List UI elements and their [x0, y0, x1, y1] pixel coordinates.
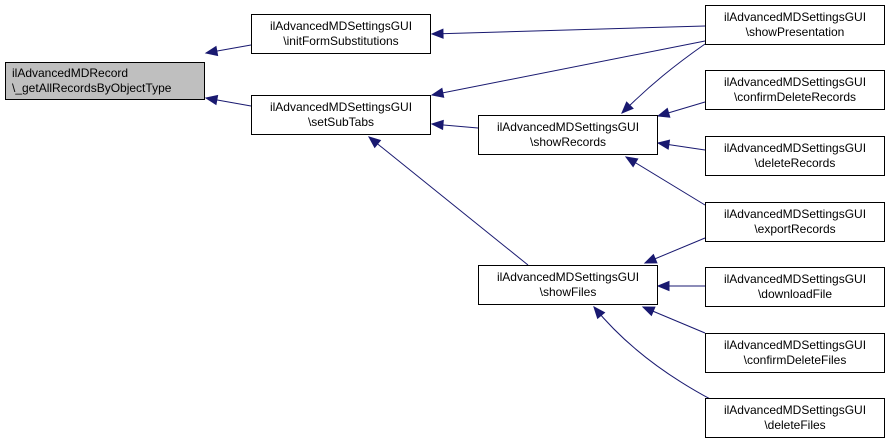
node-class-label: ilAdvancedMDSettingsGUI	[723, 338, 867, 352]
node-root-getallrecordsbyobjecttype: ilAdvancedMDRecord \_getAllRecordsByObje…	[5, 62, 205, 100]
node-method-label: \showFiles	[539, 285, 597, 299]
edge-setsub-to-root-arrowhead	[204, 94, 219, 106]
node-setsubtabs[interactable]: ilAdvancedMDSettingsGUI \setSubTabs	[251, 95, 431, 135]
edge-exprec-to-showrec-arrowhead	[624, 156, 639, 168]
node-method-label: \showPresentation	[745, 25, 845, 39]
node-class-label: ilAdvancedMDSettingsGUI	[269, 19, 413, 33]
edge-confdelrec-to-showrec-arrowhead	[656, 107, 671, 118]
node-downloadfile[interactable]: ilAdvancedMDSettingsGUI \downloadFile	[705, 267, 885, 307]
edge-dlfile-to-showfiles-arrowhead	[656, 280, 670, 292]
node-method-label: \setSubTabs	[307, 115, 375, 129]
edge-showrec-to-setsub-arrowhead	[430, 119, 444, 131]
edge-delfiles-to-showfiles	[593, 306, 713, 401]
node-showfiles[interactable]: ilAdvancedMDSettingsGUI \showFiles	[478, 265, 658, 305]
node-showpresentation[interactable]: ilAdvancedMDSettingsGUI \showPresentatio…	[705, 5, 885, 45]
node-method-label: \deleteRecords	[754, 156, 836, 170]
edge-showpres-to-setsub-arrowhead	[430, 87, 445, 98]
node-class-label: ilAdvancedMDSettingsGUI	[723, 272, 867, 286]
node-method-label: \confirmDeleteRecords	[733, 90, 857, 104]
edge-showpres-to-setsub	[431, 40, 706, 96]
node-method-label: \exportRecords	[754, 222, 836, 236]
node-method-label: \showRecords	[529, 135, 607, 149]
edge-showpres-to-showrec	[621, 43, 706, 114]
edge-showpres-to-initform	[431, 25, 706, 35]
node-method-label: \_getAllRecordsByObjectType	[12, 81, 172, 95]
edge-delfiles-to-showfiles-arrowhead	[593, 305, 606, 320]
edge-delrec-to-showrec-arrowhead	[656, 139, 671, 150]
node-deletefiles[interactable]: ilAdvancedMDSettingsGUI \deleteFiles	[705, 398, 885, 438]
node-initformsubstitutions[interactable]: ilAdvancedMDSettingsGUI \initFormSubstit…	[251, 14, 431, 54]
node-deleterecords[interactable]: ilAdvancedMDSettingsGUI \deleteRecords	[705, 136, 885, 176]
node-method-label: \downloadFile	[757, 287, 833, 301]
node-class-label: ilAdvancedMDSettingsGUI	[723, 403, 867, 417]
edge-showpres-to-initform-arrowhead	[430, 28, 444, 39]
node-class-label: ilAdvancedMDSettingsGUI	[723, 75, 867, 89]
node-method-label: \confirmDeleteFiles	[743, 353, 847, 367]
edge-confdelfiles-to-showfiles-arrowhead	[641, 306, 656, 317]
node-class-label: ilAdvancedMDSettingsGUI	[496, 120, 640, 134]
node-exportrecords[interactable]: ilAdvancedMDSettingsGUI \exportRecords	[705, 202, 885, 242]
node-confirmdeleterecords[interactable]: ilAdvancedMDSettingsGUI \confirmDeleteRe…	[705, 70, 885, 110]
edge-exprec-to-showrec	[625, 156, 706, 206]
node-class-label: ilAdvancedMDSettingsGUI	[496, 270, 640, 284]
edge-exprec-to-showfiles-arrowhead	[643, 253, 658, 264]
node-class-label: ilAdvancedMDSettingsGUI	[723, 10, 867, 24]
node-class-label: ilAdvancedMDSettingsGUI	[723, 141, 867, 155]
node-method-label: \deleteFiles	[764, 418, 826, 432]
edge-initform-to-root-arrowhead	[204, 45, 219, 57]
edge-showfiles-to-setsub	[368, 136, 529, 266]
node-class-label: ilAdvancedMDSettingsGUI	[269, 100, 413, 114]
node-confirmdeletefiles[interactable]: ilAdvancedMDSettingsGUI \confirmDeleteFi…	[705, 333, 885, 373]
edge-showpres-to-showrec-arrowhead	[621, 101, 634, 114]
node-method-label: \initFormSubstitutions	[283, 34, 399, 48]
node-showrecords[interactable]: ilAdvancedMDSettingsGUI \showRecords	[478, 115, 658, 155]
edge-showfiles-to-setsub-arrowhead	[367, 136, 382, 149]
node-class-label: ilAdvancedMDRecord	[12, 66, 129, 80]
node-class-label: ilAdvancedMDSettingsGUI	[723, 207, 867, 221]
